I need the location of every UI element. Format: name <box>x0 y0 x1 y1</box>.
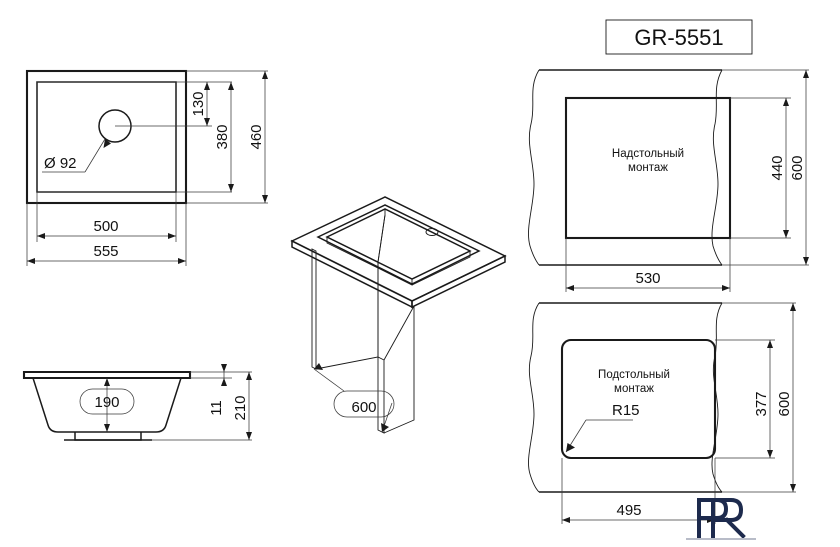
iso-bowl-edge-diag <box>377 214 386 263</box>
arrow-530-right <box>722 285 730 291</box>
iso-bowl-wall-right <box>411 251 471 286</box>
arrow-555-left <box>27 258 35 264</box>
undermount-cutout-rect <box>560 338 717 460</box>
overmount-break-line-right <box>711 69 723 266</box>
undermount-label-line1: Подстольный <box>598 369 670 381</box>
arrow-600-left <box>314 363 323 370</box>
iso-cabinet-back-panel <box>315 268 379 370</box>
iso-cabinet-front-panel <box>377 356 385 434</box>
arrow-530-left <box>566 285 574 291</box>
iso-counter-edge-right <box>411 254 506 309</box>
arrow-495-left <box>562 517 570 523</box>
dim-label-600-undermount: 600 <box>776 391 793 416</box>
iso-tap-hole <box>425 228 439 236</box>
dim-label-600-iso: 600 <box>351 399 376 416</box>
iso-cabinet-left-panel <box>311 248 317 370</box>
arrow-190-top <box>104 378 110 386</box>
arrow-377-top <box>767 340 773 348</box>
dim-label-555: 555 <box>93 243 118 260</box>
arrow-555-right <box>178 258 186 264</box>
dim-label-530: 530 <box>635 270 660 287</box>
arrow-440-bottom <box>783 230 789 238</box>
arrow-600-over-top <box>803 70 809 78</box>
arrow-500-left <box>37 233 45 239</box>
overmount-label-line2: монтаж <box>628 162 668 174</box>
iso-cabinet-right-panel <box>383 306 415 434</box>
dim-label-600-overmount: 600 <box>789 155 806 180</box>
dim-label-11: 11 <box>208 400 225 416</box>
overmount-break-line-left <box>528 69 540 266</box>
dim-label-500: 500 <box>93 218 118 235</box>
side-view-drain <box>74 432 142 441</box>
arrow-460-top <box>262 71 268 79</box>
drawing-title: GR-5551 <box>634 25 723 50</box>
arrow-380-top <box>228 82 234 90</box>
iso-counter-edge-left <box>291 239 413 309</box>
top-view-geometry <box>25 69 268 266</box>
dim-label-495: 495 <box>616 502 641 519</box>
undermount-label-line2: монтаж <box>614 383 654 395</box>
dim-label-380: 380 <box>214 124 231 149</box>
top-view-outer-rect <box>25 69 188 205</box>
arrow-600-right <box>381 423 389 432</box>
arrow-11-bottom <box>221 378 227 386</box>
dim-label-377: 377 <box>753 391 770 416</box>
undermount-break-line-left <box>528 302 540 493</box>
arrow-600-over-bottom <box>803 257 809 265</box>
arrow-380-bottom <box>228 184 234 192</box>
isometric-view-geometry <box>290 196 507 434</box>
arrow-460-bottom <box>262 195 268 203</box>
arrow-377-bottom <box>767 450 773 458</box>
side-view-geometry <box>22 364 252 441</box>
dim-label-190: 190 <box>94 394 119 411</box>
leader-line-d92 <box>84 138 106 173</box>
fr-logo <box>686 498 756 540</box>
logo-letter-r <box>711 498 746 539</box>
arrow-130-bottom <box>204 118 210 126</box>
arrow-190-bottom <box>104 424 110 432</box>
top-view-inner-rect <box>36 81 177 193</box>
dim-label-210: 210 <box>232 395 249 420</box>
arrow-r15 <box>566 443 575 452</box>
arrow-11-top <box>221 364 227 372</box>
dim-label-130: 130 <box>190 91 207 116</box>
undermount-view-geometry <box>528 302 796 524</box>
leader-600-left <box>313 368 345 392</box>
side-view-rim <box>22 370 192 380</box>
title-box <box>605 19 753 55</box>
dim-bubble-190 <box>79 388 135 415</box>
arrow-440-top <box>783 98 789 106</box>
dim-label-hole-diameter: Ø 92 <box>44 155 77 172</box>
iso-cabinet-right-top-edge <box>383 305 415 361</box>
dim-label-460: 460 <box>248 124 265 149</box>
arrow-600-under-top <box>790 303 796 311</box>
arrow-d92 <box>103 139 111 148</box>
overmount-label-line1: Надстольный <box>612 148 684 160</box>
arrow-210-top <box>246 372 252 380</box>
dim-bubble-600 <box>333 390 395 418</box>
arrow-210-bottom <box>246 432 252 440</box>
iso-sink-rim-outer <box>316 204 481 285</box>
overmount-view-geometry <box>528 69 809 292</box>
undermount-break-line-right <box>711 302 723 493</box>
overmount-cutout-rect <box>564 96 732 240</box>
dim-label-440: 440 <box>769 155 786 180</box>
dim-label-r15: R15 <box>612 402 640 419</box>
arrow-500-right <box>168 233 176 239</box>
arrow-130-top <box>204 82 210 90</box>
arrow-600-under-bottom <box>790 484 796 492</box>
iso-bowl-front <box>377 262 413 286</box>
iso-counter-top-face <box>290 196 507 302</box>
